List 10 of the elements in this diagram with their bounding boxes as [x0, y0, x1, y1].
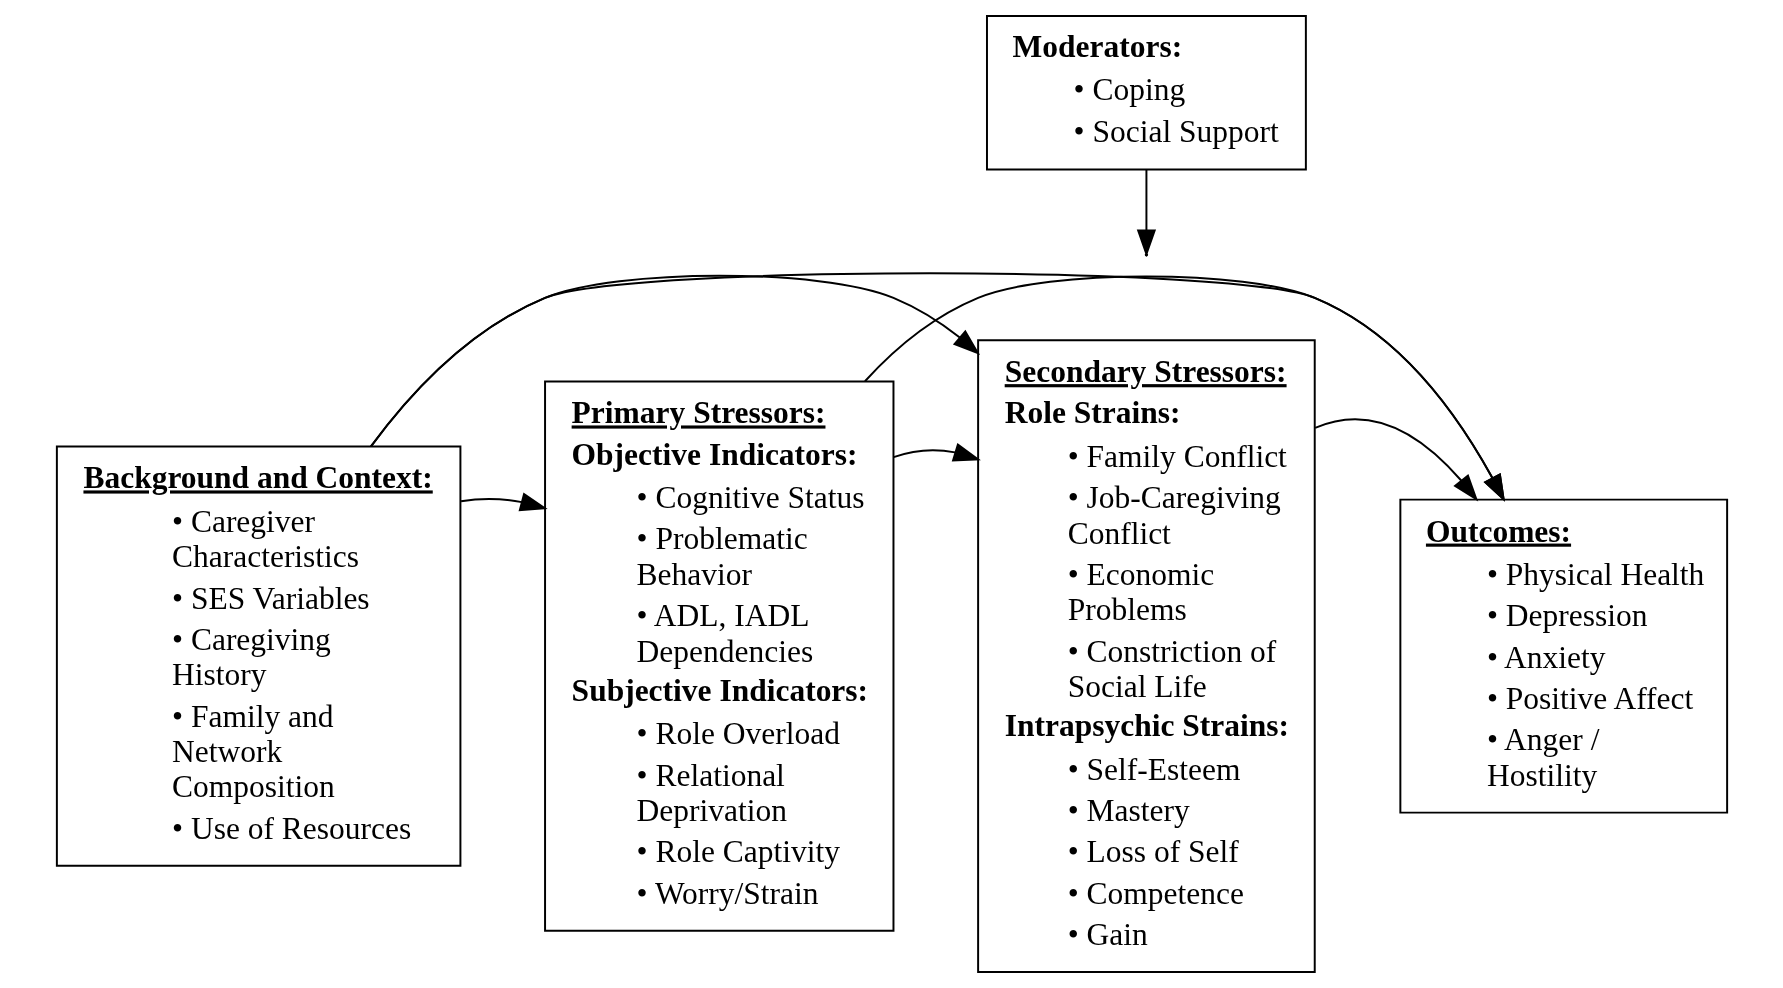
arrow — [892, 443, 981, 462]
node-box: Background and Context: • Caregiver Characteristics • SES Variables • Caregiving History • Family and Network Composition • Use of Resources — [55, 445, 461, 867]
arrow — [459, 492, 548, 512]
arrow — [863, 275, 1505, 502]
node-box: Secondary Stressors: Role Strains: • Family Conflict • Job-Caregiving Conflict • Economic Problems • Constriction of Social Life Intrapsychic Strains: • Self-Esteem • Mastery • Loss of Self • Competence • Gain — [976, 339, 1316, 974]
node-box: Primary Stressors: Objective Indicators: • Cognitive Status • Problematic Behavior • ADL, IADL Dependencies Subjective Indicators: • Role Overload • Relational Deprivation • Role Captivity • Worry/Strain — [543, 380, 894, 932]
arrow — [369, 272, 1505, 502]
arrow — [1313, 418, 1478, 502]
node-box: Moderators: • Coping • Social Support — [985, 14, 1307, 171]
node-box: Outcomes: • Physical Health • Depression • Anxiety • Positive Affect • Anger / Hostility — [1398, 498, 1728, 814]
